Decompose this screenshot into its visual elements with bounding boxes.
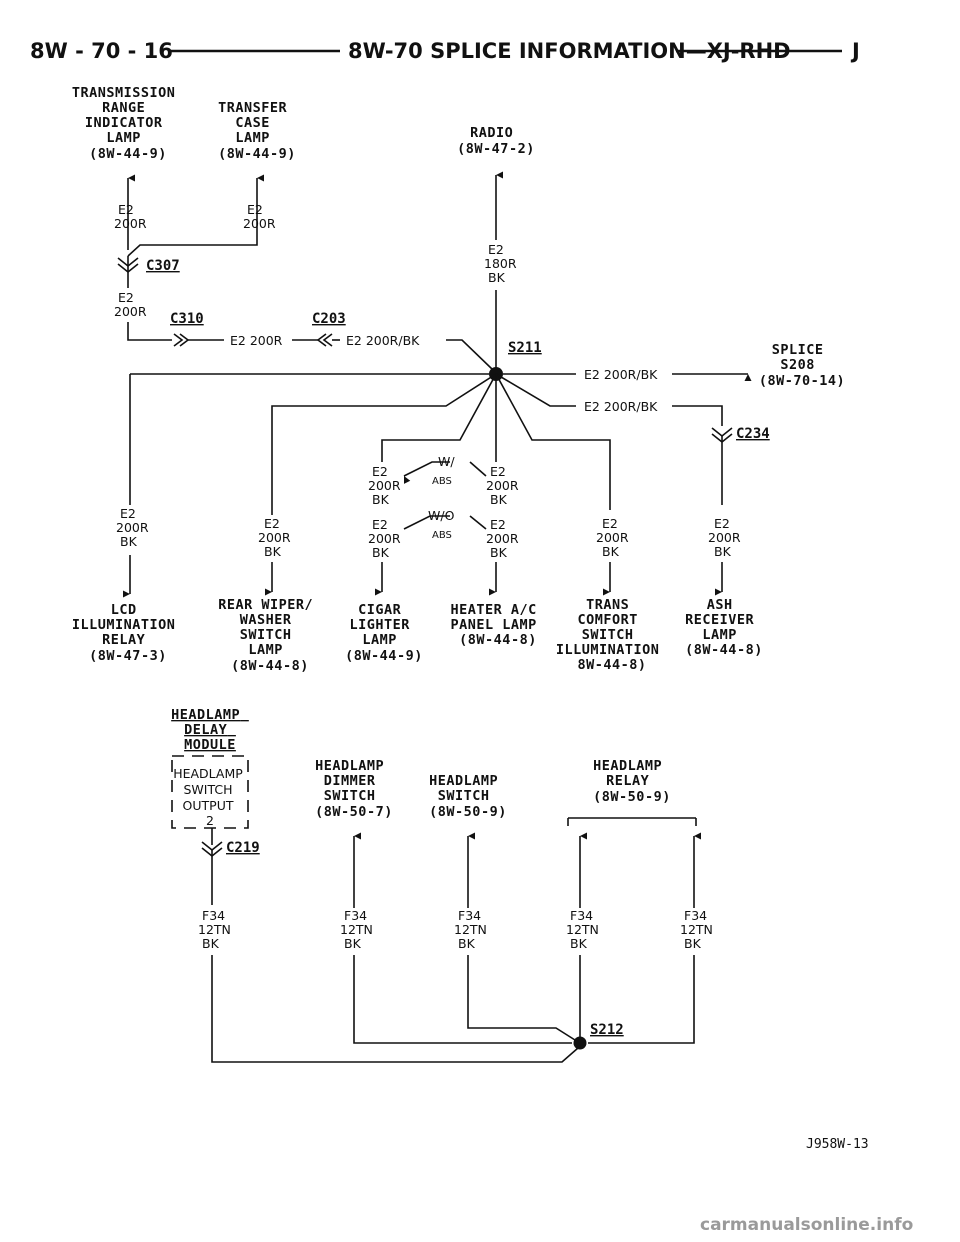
heater-ac-panel-lamp-label: HEATER A/C PANEL LAMP (8W-44-8): [451, 602, 546, 648]
wo-abs-abs-label: ABS: [432, 530, 452, 541]
wire-label-radio: E2 180R BK: [484, 242, 521, 285]
wire-switch-to-s212: [467, 955, 576, 1041]
wire-s211-to-cigar: [381, 373, 497, 462]
wire-label-heater-w-abs: E2 200R BK: [486, 464, 523, 507]
w-abs-right-arrow: [469, 461, 487, 477]
wire-dimmer-to-s212: [353, 955, 572, 1044]
c203-label: C203: [312, 311, 346, 327]
wire-label-lcd: E2 200R BK: [116, 506, 153, 549]
cigar-lighter-lamp-label: CIGAR LIGHTER LAMP (8W-44-9): [345, 602, 423, 664]
wire-label-cigar-wo-abs: E2 200R BK: [368, 517, 405, 560]
header-section-letter: J: [850, 39, 860, 63]
wire-label-f34-switch: F34 12TN BK: [454, 908, 491, 951]
c219-label: C219: [226, 840, 260, 856]
w-abs-left-arrow: [403, 461, 450, 484]
c203-connector-symbol: [316, 333, 333, 347]
wire-label-f34-module: F34 12TN BK: [198, 908, 235, 951]
wire-label-s208: E2 200R/BK: [584, 367, 658, 382]
s211-label: S211: [508, 340, 542, 356]
c219-connector-symbol: [201, 841, 223, 905]
c234-connector-symbol: [711, 427, 733, 505]
watermark: carmanualsonline.info: [700, 1215, 913, 1235]
w-abs-with-label: W/: [438, 454, 455, 469]
splice-s208-label: SPLICE S208 (8W-70-14): [759, 342, 845, 389]
wire-label-trans-comfort: E2 200R BK: [596, 516, 633, 559]
wire-s211-to-trans-comfort: [495, 373, 611, 510]
wire-label-rear-wiper: E2 200R BK: [258, 516, 295, 559]
w-abs-abs-label: ABS: [432, 476, 452, 487]
headlamp-delay-module-box: [171, 755, 249, 829]
wire-label-f34-dimmer: F34 12TN BK: [340, 908, 377, 951]
transmission-range-indicator-lamp-label: TRANSMISSION RANGE INDICATOR LAMP (8W-44…: [72, 85, 184, 162]
wo-abs-right-arrow: [469, 515, 487, 530]
wire-label-c203-s211: E2 200R/BK: [346, 333, 420, 348]
wire-label-f34-relay-b: F34 12TN BK: [680, 908, 717, 951]
headlamp-delay-module-label: HEADLAMP DELAY MODULE: [171, 707, 249, 753]
headlamp-switch-output-label: HEADLAMP SWITCH OUTPUT 2: [173, 766, 247, 828]
radio-label: RADIO (8W-47-2): [457, 125, 535, 157]
wire-module-to-s212: [211, 955, 579, 1063]
ash-receiver-lamp-label: ASH RECEIVER LAMP (8W-44-8): [685, 597, 763, 658]
wire-label-ash-receiver: E2 200R BK: [708, 516, 745, 559]
wire-label-trans: E2 200R: [114, 202, 147, 231]
c234-label: C234: [736, 426, 770, 442]
wire-transfer-to-c307: [127, 240, 258, 257]
headlamp-switch-label: HEADLAMP SWITCH (8W-50-9): [429, 773, 507, 820]
c307-connector-symbol: [117, 256, 139, 288]
rear-wiper-washer-switch-lamp-label: REAR WIPER/ WASHER SWITCH LAMP (8W-44-8): [218, 597, 322, 674]
wire-label-c307-below: E2 200R: [114, 290, 147, 319]
page-header: 8W - 70 - 16 8W-70 SPLICE INFORMATION—XJ…: [30, 39, 860, 63]
wire-into-s211: [446, 339, 493, 370]
wire-label-c310-c203: E2 200R: [230, 333, 283, 348]
c307-label: C307: [146, 258, 180, 274]
wire-label-f34-relay-a: F34 12TN BK: [566, 908, 603, 951]
s212-label: S212: [590, 1022, 624, 1038]
wire-label-c234: E2 200R/BK: [584, 399, 658, 414]
trans-comfort-switch-illumination-label: TRANS COMFORT SWITCH ILLUMINATION 8W-44-…: [556, 597, 668, 673]
wire-s211-to-c234: [495, 373, 576, 407]
wire-label-heater-wo-abs: E2 200R BK: [486, 517, 523, 560]
wire-s211-to-rear-wiper: [271, 373, 497, 515]
wire-c234-upper: [672, 405, 723, 426]
figure-code: J958W-13: [806, 1137, 869, 1152]
wire-label-cigar-w-abs: E2 200R BK: [368, 464, 405, 507]
header-page-number: 8W - 70 - 16: [30, 39, 173, 63]
wo-abs-without-label: W/O: [428, 508, 455, 523]
wo-abs-left-arrow: [403, 515, 450, 530]
headlamp-dimmer-switch-label: HEADLAMP DIMMER SWITCH (8W-50-7): [315, 758, 393, 820]
c310-label: C310: [170, 311, 204, 327]
transfer-case-lamp-label: TRANSFER CASE LAMP (8W-44-9): [218, 100, 296, 162]
c310-connector-symbol: [173, 333, 190, 347]
headlamp-relay-label: HEADLAMP RELAY (8W-50-9): [593, 758, 671, 805]
s212-splice-dot: [573, 1036, 587, 1050]
wire-c307-to-c310: [127, 322, 172, 341]
lcd-illumination-relay-label: LCD ILLUMINATION RELAY (8W-47-3): [72, 602, 184, 664]
wire-relay-b-to-s212: [588, 955, 695, 1044]
wire-label-transfer: E2 200R: [243, 202, 276, 231]
